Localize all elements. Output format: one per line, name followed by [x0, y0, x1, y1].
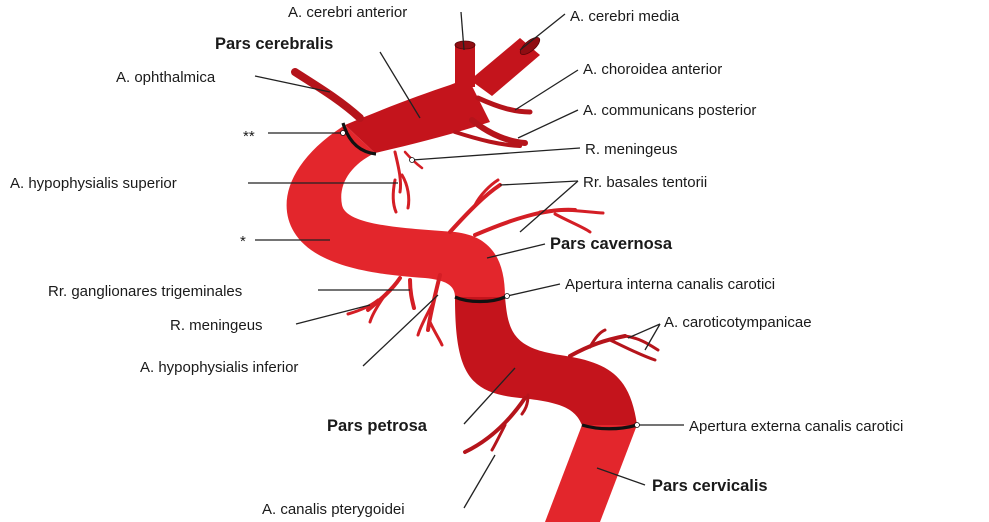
label-pars-cerebralis: Pars cerebralis [215, 35, 333, 53]
label-pars-cervicalis: Pars cervicalis [652, 477, 768, 495]
label-caroticotympanicae: A. caroticotympanicae [664, 314, 812, 331]
label-pars-petrosa: Pars petrosa [327, 417, 428, 435]
label-basales-tentorii: Rr. basales tentorii [583, 174, 707, 191]
meningeus-hypophysialis-branches [393, 152, 422, 212]
label-double-star: ** [243, 128, 255, 145]
label-pars-cavernosa: Pars cavernosa [550, 235, 673, 253]
label-hypophysialis-superior: A. hypophysialis superior [10, 175, 177, 192]
label-cerebri-media: A. cerebri media [570, 8, 680, 25]
label-canalis-pterygoidei: A. canalis pterygoidei [262, 501, 405, 518]
label-r-meningeus-upper: R. meningeus [585, 141, 678, 158]
label-ganglionares: Rr. ganglionares trigeminales [48, 283, 242, 300]
canalis-pterygoidei-branches [465, 395, 528, 452]
pars-petrosa-segment [455, 297, 637, 425]
label-communicans-posterior: A. communicans posterior [583, 102, 756, 119]
label-single-star: * [240, 233, 246, 250]
pars-cervicalis-segment [545, 425, 637, 522]
label-apertura-externa: Apertura externa canalis carotici [689, 418, 903, 435]
label-choroidea-anterior: A. choroidea anterior [583, 61, 722, 78]
label-hypophysialis-inferior: A. hypophysialis inferior [140, 359, 298, 376]
label-r-meningeus-lower: R. meningeus [170, 317, 263, 334]
pars-cerebralis-segment [345, 78, 490, 153]
caroticotympanicae-branches [570, 330, 658, 360]
label-apertura-interna: Apertura interna canalis carotici [565, 276, 775, 293]
cerebri-anterior-lumen [455, 41, 475, 49]
lower-left-branches [348, 275, 442, 345]
label-ophthalmica: A. ophthalmica [116, 69, 216, 86]
label-cerebri-anterior: A. cerebri anterior [288, 4, 407, 21]
